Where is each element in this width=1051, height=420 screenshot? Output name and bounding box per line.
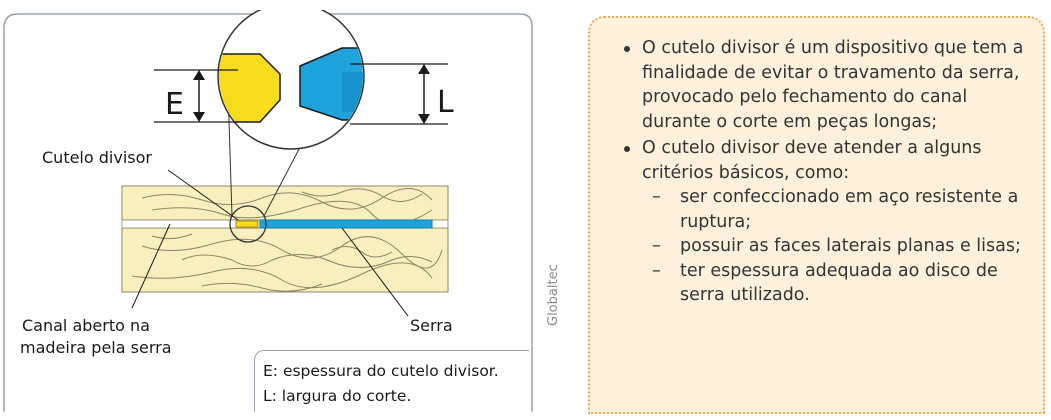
dimension-L-arrow — [418, 64, 430, 124]
wood-board — [121, 185, 449, 293]
leader-canal — [131, 223, 171, 309]
dash-icon: – — [652, 260, 661, 281]
criterion-text-3: ter espessura adequada ao disco de serra… — [680, 260, 998, 306]
list-item: – ter espessura adequada ao disco de ser… — [652, 259, 1027, 308]
list-item: – possuir as faces laterais planas e lis… — [652, 234, 1027, 259]
list-item: O cutelo divisor é um dispositivo que te… — [622, 36, 1027, 134]
saw-blade-magnified — [299, 47, 363, 121]
criterion-text-2: possuir as faces laterais planas e lisas… — [680, 236, 1021, 256]
label-canal-line1: Canal aberto na — [22, 316, 150, 335]
leader-serra — [341, 227, 409, 317]
dash-icon: – — [652, 187, 661, 207]
leader-cutelo — [167, 169, 239, 221]
dash-icon: – — [652, 236, 661, 256]
note-text-1: O cutelo divisor é um dispositivo que te… — [642, 38, 1024, 132]
notes-box: O cutelo divisor é um dispositivo que te… — [588, 16, 1045, 414]
riving-knife-diagram — [3, 10, 533, 412]
criterion-text-1: ser confeccionado em aço resistente a ru… — [680, 187, 1019, 232]
notes-list: O cutelo divisor é um dispositivo que te… — [590, 18, 1043, 308]
bullet-icon — [624, 46, 630, 52]
legend-line-L: L: largura do corte. — [263, 387, 412, 405]
label-L: L — [437, 85, 454, 120]
list-item: – ser confeccionado em aço resistente a … — [652, 185, 1027, 234]
figure-panel: E L Cutelo divisor Canal aberto na madei… — [2, 10, 534, 414]
note-text-2: O cutelo divisor deve atender a alguns c… — [642, 138, 982, 183]
legend-box: E: espessura do cutelo divisor. L: largu… — [254, 350, 529, 412]
zoom-circle-small — [229, 205, 267, 243]
dimension-E-arrow — [193, 70, 205, 122]
list-item: O cutelo divisor deve atender a alguns c… — [622, 136, 1027, 308]
label-canal-line2: madeira pela serra — [20, 338, 172, 357]
label-E: E — [165, 87, 184, 122]
riving-knife-magnified — [219, 53, 281, 123]
criteria-list: – ser confeccionado em aço resistente a … — [642, 185, 1027, 308]
bullet-icon — [624, 146, 630, 152]
legend-line-E: E: espessura do cutelo divisor. — [263, 362, 499, 380]
label-serra: Serra — [410, 316, 453, 335]
label-cutelo-divisor: Cutelo divisor — [42, 148, 152, 167]
panel-frame — [3, 13, 533, 412]
riving-knife — [235, 220, 259, 228]
credit-text: Globaltec — [546, 264, 561, 326]
saw-blade — [259, 219, 433, 229]
